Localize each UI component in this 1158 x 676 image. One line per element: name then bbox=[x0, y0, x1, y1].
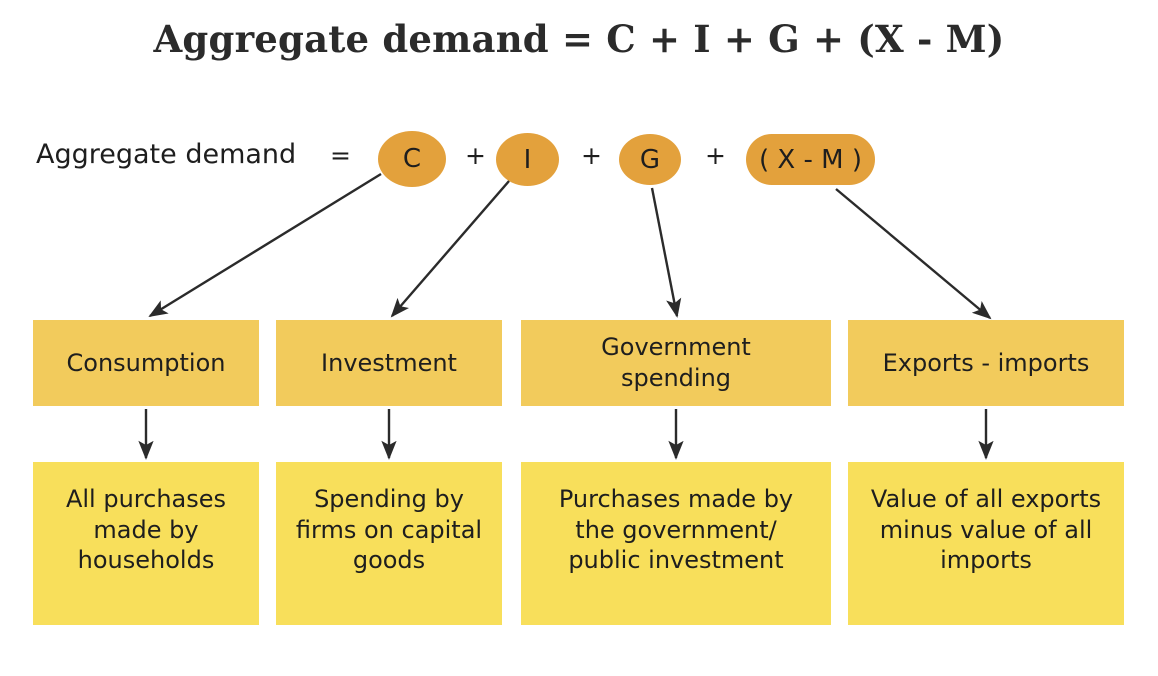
description-box-government-spending[interactable]: Purchases made by the government/ public… bbox=[521, 462, 831, 625]
equation-label: Aggregate demand bbox=[36, 139, 297, 170]
page-title: Aggregate demand = C + I + G + (X - M) bbox=[153, 17, 1005, 61]
description-box-investment[interactable]: Spending by firms on capital goods bbox=[276, 462, 502, 625]
description-box-government-spending-text: Purchases made by the government/ public… bbox=[558, 485, 794, 575]
description-box-exports-imports-text: Value of all exports minus value of all … bbox=[870, 485, 1102, 575]
equation-node-g-label: G bbox=[639, 144, 661, 175]
description-box-consumption-text: All purchases made by households bbox=[65, 485, 227, 575]
arrow-xm-to-exports-imports bbox=[835, 188, 992, 320]
description-box-consumption[interactable]: All purchases made by households bbox=[33, 462, 259, 625]
component-box-exports-imports[interactable]: Exports - imports bbox=[848, 320, 1124, 406]
description-box-exports-imports[interactable]: Value of all exports minus value of all … bbox=[848, 462, 1124, 625]
equation-node-i[interactable]: I bbox=[496, 133, 559, 186]
component-box-consumption[interactable]: Consumption bbox=[33, 320, 259, 406]
operator-plus-1: + bbox=[465, 141, 486, 170]
arrow-g-to-government-spending bbox=[650, 187, 682, 318]
component-box-investment[interactable]: Investment bbox=[276, 320, 502, 406]
operator-plus-3: + bbox=[705, 141, 726, 170]
description-box-investment-text: Spending by firms on capital goods bbox=[295, 485, 483, 575]
equation-node-i-label: I bbox=[523, 144, 532, 175]
component-box-government-spending-label: Government spending bbox=[601, 333, 751, 392]
arrow-i-to-investment bbox=[390, 180, 510, 318]
component-box-government-spending[interactable]: Government spending bbox=[521, 320, 831, 406]
equation-node-c[interactable]: C bbox=[378, 131, 446, 187]
equation-row: Aggregate demand = C + I + G + ( X - M ) bbox=[0, 131, 1158, 187]
equation-node-x-minus-m-label: ( X - M ) bbox=[759, 144, 862, 175]
operator-plus-2: + bbox=[581, 141, 602, 170]
component-box-consumption-label: Consumption bbox=[66, 348, 226, 377]
component-box-investment-label: Investment bbox=[321, 348, 457, 377]
equation-node-c-label: C bbox=[402, 144, 422, 174]
equation-node-g[interactable]: G bbox=[619, 134, 681, 185]
equals-sign: = bbox=[330, 141, 351, 170]
arrow-c-to-consumption bbox=[148, 172, 382, 318]
component-box-exports-imports-label: Exports - imports bbox=[882, 348, 1090, 377]
equation-node-x-minus-m[interactable]: ( X - M ) bbox=[746, 134, 875, 185]
